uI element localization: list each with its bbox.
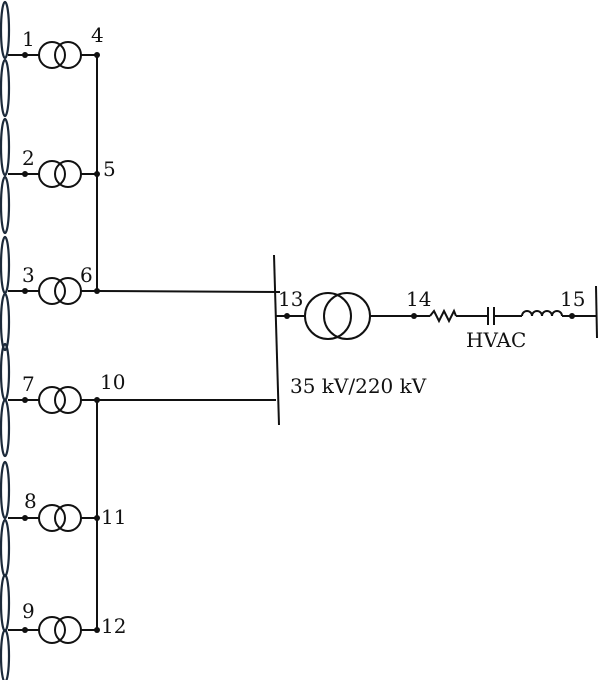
hvac-label: HVAC — [466, 328, 526, 352]
bus-label-14: 14 — [406, 287, 431, 311]
turbine-unit-6: 9 12 — [8, 599, 126, 644]
transformer-secondary-winding — [323, 292, 371, 340]
transformer-primary-winding — [38, 386, 66, 414]
grid-bus-15 — [595, 285, 598, 339]
transformer-primary-winding — [304, 292, 352, 340]
collector-bus-13 — [273, 254, 280, 426]
turbine-unit-5: 8 11 — [8, 489, 126, 532]
transformer-secondary-winding — [54, 616, 82, 644]
bus-label-2: 2 — [22, 146, 35, 170]
transformer-primary-winding — [38, 277, 66, 305]
turbine-unit-3: 3 6 — [8, 263, 100, 305]
transformer-secondary-winding — [54, 386, 82, 414]
bus-label-11: 11 — [101, 505, 126, 529]
bus-label-9: 9 — [22, 599, 35, 623]
transformer-secondary-winding — [54, 41, 82, 69]
substation-transformer — [304, 292, 371, 340]
bus-label-7: 7 — [22, 372, 35, 396]
bus-label-10: 10 — [100, 370, 125, 394]
turbine-blades — [0, 0, 11, 680]
transformer-primary-winding — [38, 160, 66, 188]
bus-label-6: 6 — [80, 263, 93, 287]
bus-label-4: 4 — [91, 23, 104, 47]
bus-label-1: 1 — [22, 27, 35, 51]
transformer-secondary-winding — [54, 277, 82, 305]
transformer-secondary-winding — [54, 160, 82, 188]
turbine-unit-2: 2 5 — [8, 146, 116, 188]
turbine-unit-4: 7 10 — [8, 370, 125, 414]
transformer-primary-winding — [38, 41, 66, 69]
bus-label-13: 13 — [278, 287, 303, 311]
upper-feeder-to-collector — [96, 290, 281, 293]
inductor-icon — [521, 310, 563, 317]
bus-label-8: 8 — [24, 489, 37, 513]
bus-label-3: 3 — [22, 263, 35, 287]
bus-label-12: 12 — [101, 614, 126, 638]
bus-label-5: 5 — [103, 157, 116, 181]
transformer-rating-label: 35 kV/220 kV — [290, 374, 427, 398]
transformer-primary-winding — [38, 504, 66, 532]
resistor-icon — [429, 308, 457, 324]
bus-label-15: 15 — [560, 287, 585, 311]
transformer-primary-winding — [38, 616, 66, 644]
turbine-unit-1: 1 4 — [8, 23, 104, 69]
transformer-secondary-winding — [54, 504, 82, 532]
hvac-line-impedance — [429, 307, 596, 325]
